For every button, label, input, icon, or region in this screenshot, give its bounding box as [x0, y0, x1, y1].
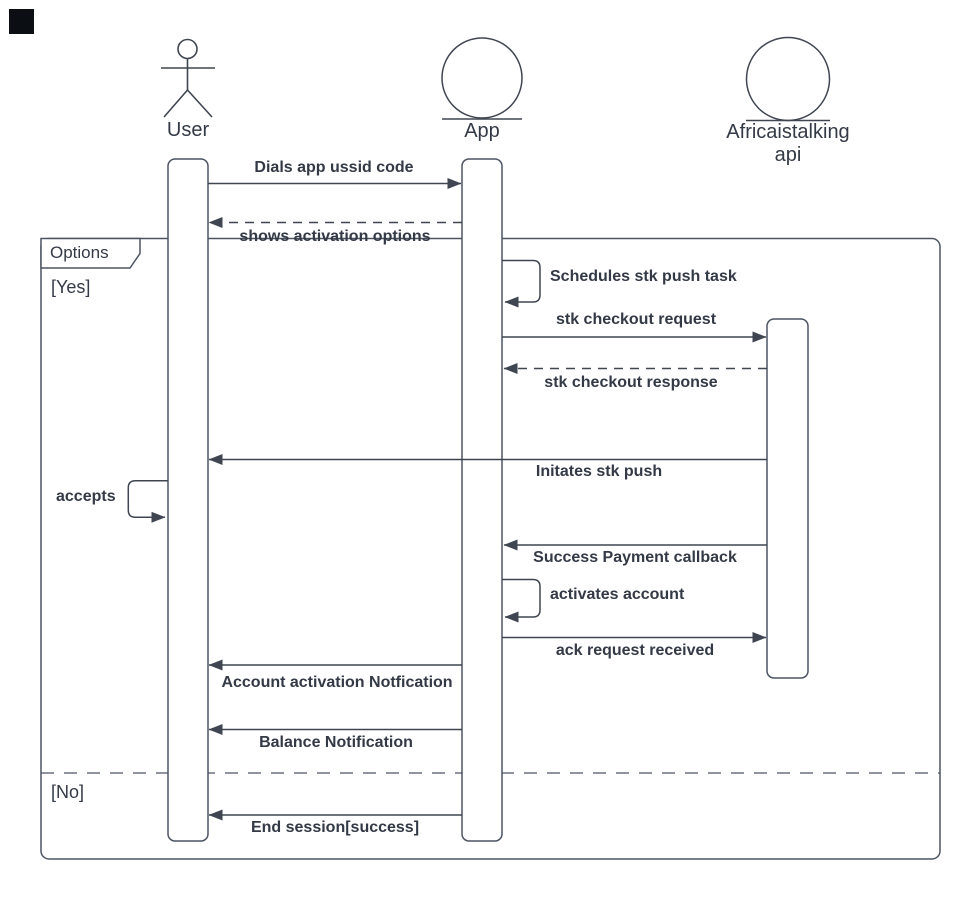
arrow-schedules-stk-push-task-selfcall — [502, 259, 541, 308]
label-account-activation-notfication: Account activation Notfication — [221, 674, 453, 691]
options-frame-tab — [40, 237, 141, 269]
label-dials-app-ussid-code: Dials app ussid code — [254, 159, 414, 176]
label-shows-activation-options: shows activation options — [239, 228, 431, 245]
guard-yes-label: [Yes] — [51, 277, 91, 297]
api-entity-circle — [745, 36, 831, 122]
label-activates-account: activates account — [550, 586, 685, 603]
app-entity-label: App — [464, 120, 500, 142]
label-initates-stk-push: Initates stk push — [535, 463, 663, 480]
app-entity-symbol — [441, 37, 523, 120]
api-entity-label-line1: Africaistalking — [726, 121, 850, 143]
label-end-session-success: End session[success] — [250, 819, 420, 836]
api-activation-bar — [766, 318, 809, 679]
user-actor-head — [177, 38, 198, 60]
label-schedules-stk-push-task: Schedules stk push task — [550, 268, 737, 285]
api-entity-symbol — [745, 36, 831, 122]
api-entity-label-line2: api — [774, 144, 802, 166]
label-accepts: accepts — [56, 488, 116, 505]
label-ack-request-received: ack request received — [555, 642, 715, 659]
app-entity-circle — [441, 37, 523, 119]
label-success-payment-callback: Success Payment callback — [533, 549, 737, 566]
label-balance-notification: Balance Notification — [259, 734, 413, 751]
options-frame-title: Options — [50, 243, 109, 262]
arrow-accepts-selfcall — [127, 479, 168, 523]
api-entity-label: Africaistalking api — [726, 121, 849, 167]
guard-no-label: [No] — [51, 782, 85, 802]
user-activation-bar — [167, 158, 209, 842]
user-actor-label: User — [166, 119, 210, 141]
label-stk-checkout-request: stk checkout request — [555, 311, 717, 328]
label-stk-checkout-response: stk checkout response — [544, 374, 718, 391]
arrow-activates-account-selfcall — [502, 578, 541, 623]
app-activation-bar — [461, 158, 503, 842]
top-left-corner-square — [9, 9, 34, 34]
user-actor-figure — [161, 38, 215, 118]
